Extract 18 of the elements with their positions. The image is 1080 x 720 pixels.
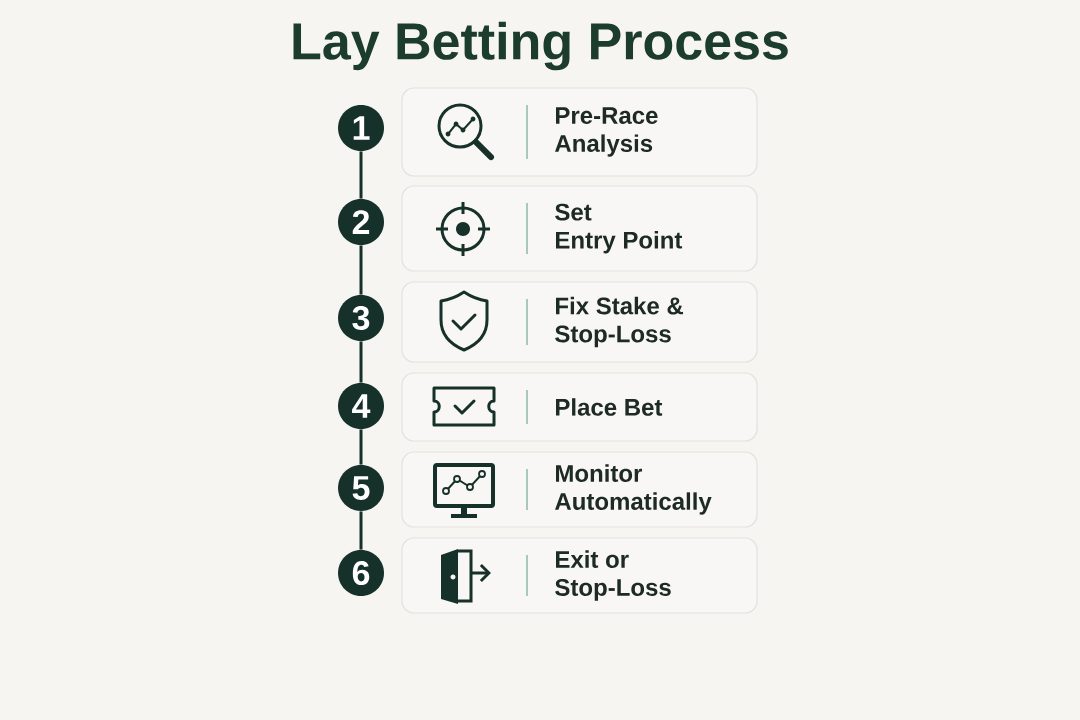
step-number: 3 [338,295,384,341]
step-number: 1 [338,105,384,151]
connector-line [359,341,363,383]
step-number: 2 [338,199,384,245]
title: Lay Betting Process [293,21,788,71]
connector-line [359,429,363,465]
step-number: 5 [338,465,384,511]
step-number: 4 [338,383,384,429]
step-card: Fix Stake & Stop-Loss [401,281,758,363]
step-card: Exit or Stop-Loss [401,537,758,614]
step-card: Place Bet [401,372,758,442]
step-card: Pre-Race Analysis [401,87,758,177]
step-number: 6 [338,550,384,596]
connector-line [359,151,363,199]
step-card: Monitor Automatically [401,451,758,528]
connector-line [359,245,363,295]
connector-line [359,511,363,550]
step-card: Set Entry Point [401,185,758,272]
